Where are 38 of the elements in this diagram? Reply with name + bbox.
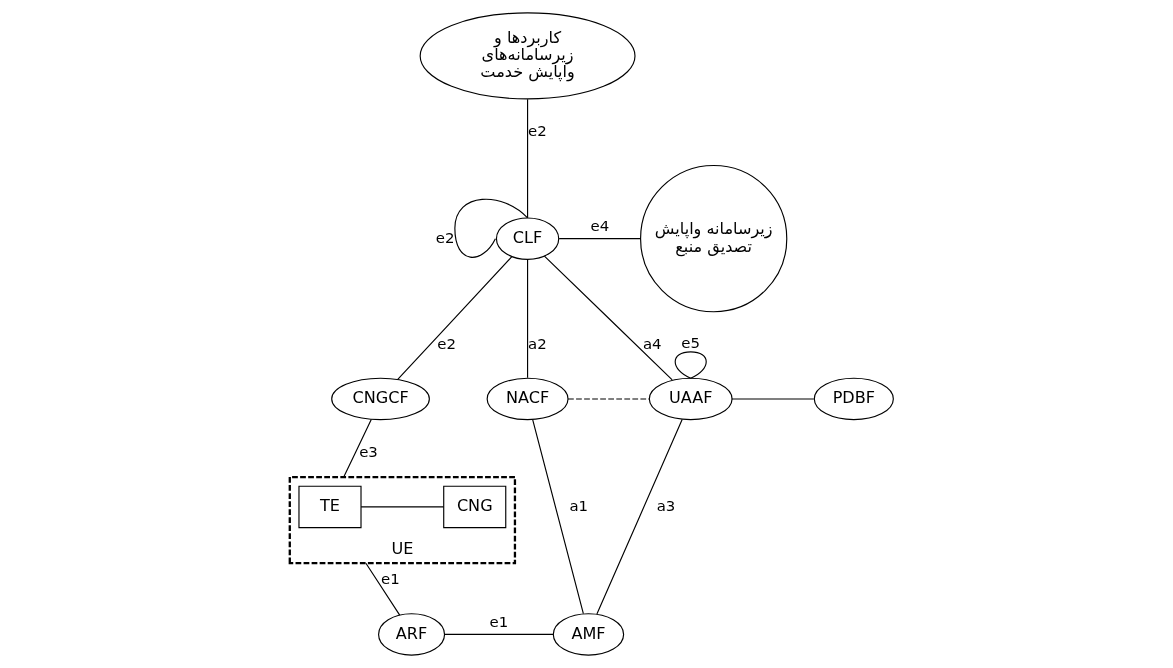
edge-label: a2 (527, 334, 547, 353)
edge-label: e1 (489, 612, 508, 631)
node-ellipse: CLF (495, 217, 559, 260)
connector (443, 633, 554, 636)
node-ellipse: ARF (377, 613, 445, 656)
edge-label: a4 (642, 334, 662, 353)
edge-label: e4 (589, 217, 609, 236)
edge-label: e1 (380, 570, 400, 589)
connector (543, 255, 673, 381)
edge-label: e2 (527, 122, 547, 141)
node-ellipse: UAAF (648, 377, 733, 421)
edge-label: a1 (568, 496, 588, 515)
node-ellipse: NACF (486, 377, 569, 421)
edge-label: e3 (358, 442, 378, 461)
node-ellipse: AMF (552, 613, 624, 656)
connector (526, 258, 528, 379)
node-ellipse: PDBF (813, 377, 894, 421)
connector (558, 238, 641, 240)
node-ellipse: کاربردها و زیرسامانه‌های واپایش خدمت (419, 12, 636, 100)
connector (595, 419, 683, 615)
connector (396, 256, 512, 381)
node-ellipse: CNGCF (330, 377, 430, 421)
connector (566, 398, 650, 400)
connector (531, 419, 584, 615)
node-circle: زیرسامانه واپایش تصدیق منبع (639, 164, 787, 313)
edge-label: e5 (680, 333, 700, 352)
connector (453, 198, 528, 258)
node-box: CNG (442, 485, 506, 529)
connector (360, 506, 444, 508)
edge-label: a3 (656, 496, 675, 515)
connector (730, 398, 814, 400)
connector (674, 351, 707, 379)
connector (526, 98, 528, 219)
edge-label: e2 (436, 334, 456, 353)
node-box: TE (297, 485, 362, 529)
connector (342, 418, 372, 478)
edge-label: e2 (435, 228, 454, 247)
connector (364, 562, 400, 616)
